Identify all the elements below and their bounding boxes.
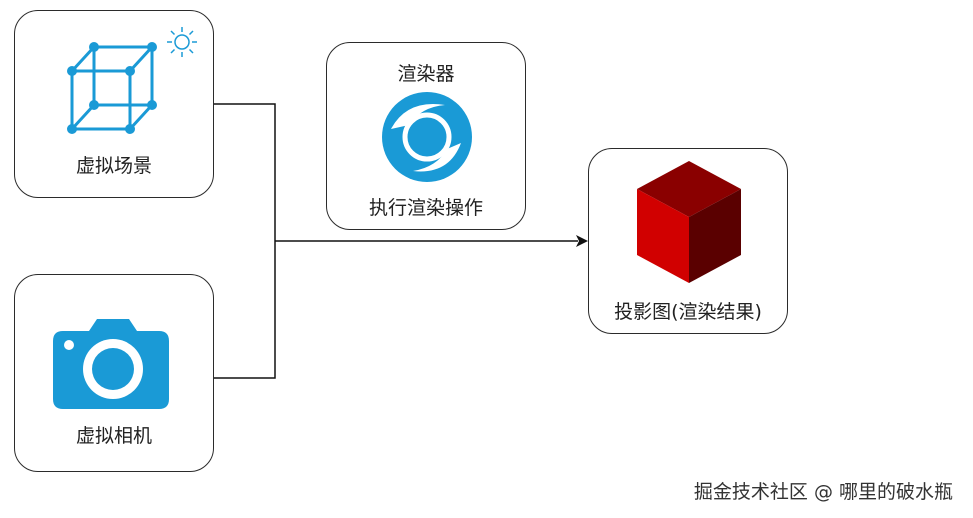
red-cube-icon [637, 161, 741, 283]
renderer-label: 执行渲染操作 [368, 197, 483, 219]
camera-connector [214, 241, 276, 379]
watermark: 掘金技术社区 @ 哪里的破水瓶 [693, 481, 953, 503]
renderer-node: 渲染器 执行渲染操作 [326, 42, 526, 230]
arrowhead [576, 235, 588, 247]
camera-icon [53, 319, 169, 409]
scene-node: 虚拟场景 [14, 10, 214, 198]
renderer-swirl-icon [382, 92, 472, 182]
scene-label: 虚拟场景 [75, 155, 152, 177]
sun-icon [167, 27, 197, 57]
camera-label: 虚拟相机 [75, 425, 152, 447]
scene-connector [214, 103, 276, 241]
result-label: 投影图(渲染结果) [614, 301, 762, 323]
result-node: 投影图(渲染结果) [588, 148, 788, 334]
renderer-title: 渲染器 [397, 63, 455, 85]
camera-node: 虚拟相机 [14, 274, 214, 472]
wireframe-cube-icon [67, 42, 157, 134]
